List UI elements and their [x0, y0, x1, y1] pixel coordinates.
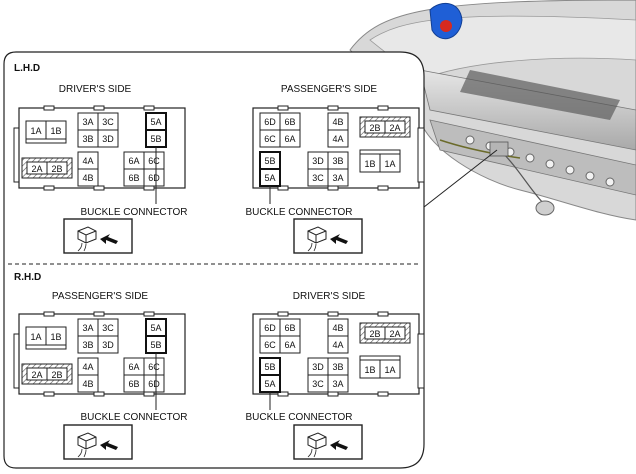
pin-label: 1A: [384, 365, 395, 375]
pin-label: 3C: [312, 379, 324, 389]
pin-label: 3D: [312, 156, 324, 166]
pin-label: 5A: [264, 173, 275, 183]
pin-label: 6D: [148, 379, 160, 389]
pin-label: 1B: [50, 126, 61, 136]
pin-label: 4A: [82, 156, 93, 166]
connector-rhd-driver: 6D 6B 6C 6A 4B 4A 2B 2A 5B 5A 3D 3B 3C 3…: [252, 311, 425, 410]
buckle-connector-label: BUCKLE CONNECTOR: [245, 207, 352, 218]
pin-label: 2B: [369, 123, 380, 133]
pin-label: 4B: [82, 173, 93, 183]
pin-label: 6B: [284, 117, 295, 127]
pin-label: 6B: [128, 173, 139, 183]
pin-label: 3C: [312, 173, 324, 183]
plug-arrow-icon: [307, 432, 348, 458]
seat-illustration: [349, 0, 636, 221]
pin-label: 6C: [148, 362, 160, 372]
side-label-lhd-right: PASSENGER'S SIDE: [281, 84, 378, 95]
side-label-rhd-left: PASSENGER'S SIDE: [52, 291, 149, 302]
connector-lhd-passenger: 6D 6B 6C 6A 4B 4A 2B 2A 5B 5A 3D 3B 3C 3…: [252, 105, 425, 204]
pin-label: 3D: [102, 134, 114, 144]
pin-label: 5A: [150, 117, 161, 127]
pin-label: 3C: [102, 117, 114, 127]
pin-label: 4A: [332, 340, 343, 350]
pin-label: 3D: [312, 362, 324, 372]
pin-label: 3A: [82, 117, 93, 127]
pin-label: 6C: [148, 156, 160, 166]
pin-label: 6A: [128, 156, 139, 166]
pin-label: 2A: [31, 370, 42, 380]
buckle-connector-label: BUCKLE CONNECTOR: [80, 207, 187, 218]
pin-label: 1A: [384, 159, 395, 169]
connector-lhd-driver: 1A 1B 3A 3C 3B 3D 5A 5B 2A 2B 4A 4B 6A 6…: [13, 105, 186, 204]
pin-label: 3B: [332, 362, 343, 372]
pin-label: 2A: [389, 123, 400, 133]
seat-knob-icon: [440, 20, 452, 32]
pin-label: 2B: [369, 329, 380, 339]
side-label-rhd-right: DRIVER'S SIDE: [293, 291, 366, 302]
pin-label: 4A: [332, 134, 343, 144]
pin-label: 6A: [284, 340, 295, 350]
section-title-lhd: L.H.D: [14, 63, 40, 74]
pin-label: 1A: [30, 126, 41, 136]
pin-label: 5A: [150, 323, 161, 333]
pin-label: 1B: [364, 159, 375, 169]
pin-label: 2A: [31, 164, 42, 174]
pin-label: 2B: [51, 370, 62, 380]
pin-label: 6B: [128, 379, 139, 389]
side-label-lhd-left: DRIVER'S SIDE: [59, 84, 132, 95]
pin-label: 2A: [389, 329, 400, 339]
plug-arrow-icon: [77, 432, 118, 458]
pin-label: 4B: [332, 323, 343, 333]
pin-label: 5B: [264, 362, 275, 372]
pin-label: 3B: [332, 156, 343, 166]
pin-label: 6C: [264, 340, 276, 350]
pin-label: 4B: [82, 379, 93, 389]
pin-label: 6C: [264, 134, 276, 144]
pin-label: 4A: [82, 362, 93, 372]
pin-label: 2B: [51, 164, 62, 174]
buckle-view-rhd-left: [63, 424, 133, 460]
pin-label: 1A: [30, 332, 41, 342]
pin-label: 5B: [264, 156, 275, 166]
pin-label: 3B: [82, 340, 93, 350]
pin-label: 4B: [332, 117, 343, 127]
buckle-connector-label: BUCKLE CONNECTOR: [80, 412, 187, 423]
pin-label: 6D: [148, 173, 160, 183]
pin-label: 1B: [50, 332, 61, 342]
buckle-connector-label: BUCKLE CONNECTOR: [245, 412, 352, 423]
plug-arrow-icon: [307, 226, 348, 252]
pin-label: 6B: [284, 323, 295, 333]
pin-label: 3D: [102, 340, 114, 350]
section-title-rhd: R.H.D: [14, 272, 41, 283]
pin-label: 5B: [150, 134, 161, 144]
buckle-view-lhd-right: [293, 218, 363, 254]
pin-label: 6A: [284, 134, 295, 144]
pin-label: 3A: [82, 323, 93, 333]
pin-label: 6D: [264, 117, 276, 127]
buckle-view-rhd-right: [293, 424, 363, 460]
buckle-view-lhd-left: [63, 218, 133, 254]
connector-rhd-passenger: 1A 1B 3A 3C 3B 3D 5A 5B 2A 2B 4A 4B 6A 6…: [13, 311, 186, 410]
pin-label: 1B: [364, 365, 375, 375]
pin-label: 5B: [150, 340, 161, 350]
pin-label: 3B: [82, 134, 93, 144]
pin-label: 6A: [128, 362, 139, 372]
plug-arrow-icon: [77, 226, 118, 252]
pin-label: 3A: [332, 379, 343, 389]
pin-label: 3C: [102, 323, 114, 333]
pin-label: 5A: [264, 379, 275, 389]
pin-label: 3A: [332, 173, 343, 183]
pin-label: 6D: [264, 323, 276, 333]
